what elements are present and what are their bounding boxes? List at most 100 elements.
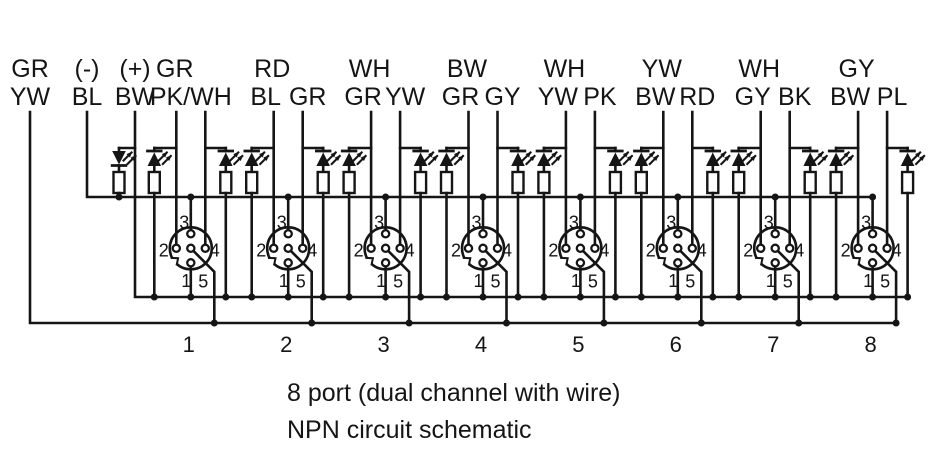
wire-label-bottom: YW xyxy=(10,83,51,111)
connector-pin xyxy=(395,243,405,254)
led-triangle xyxy=(829,152,843,166)
led-ray-head xyxy=(259,151,266,158)
junction-dot xyxy=(540,293,548,301)
port-label-top: RD xyxy=(254,55,290,83)
connector-pin xyxy=(186,243,196,254)
pin-number-label: 4 xyxy=(502,240,512,260)
connector-notch xyxy=(754,256,764,266)
led-ray-head xyxy=(233,151,240,158)
junction-dot xyxy=(248,293,256,301)
junction-dot xyxy=(771,193,779,201)
led-ray-head xyxy=(555,155,562,161)
junction-dot xyxy=(904,293,912,301)
pin-number-label: 1 xyxy=(376,271,386,291)
pin-number-label: 4 xyxy=(307,240,317,260)
pin-number-label: 4 xyxy=(599,240,609,260)
port-label-bottom: GR xyxy=(344,83,382,111)
pin-number-label: 3 xyxy=(764,212,774,232)
led-ray-head xyxy=(165,155,172,161)
junction-dot xyxy=(869,193,877,201)
led-ray-head xyxy=(263,155,270,161)
connector-pin xyxy=(283,229,293,239)
port-label-bottom: BW xyxy=(830,83,871,111)
led-ray-head xyxy=(126,151,133,158)
pin-number-label: 1 xyxy=(279,271,289,291)
connector-pin xyxy=(186,258,196,268)
junction-dot xyxy=(600,319,608,327)
junction-dot xyxy=(674,193,682,201)
connector-pin xyxy=(478,229,488,239)
connector-pin xyxy=(268,243,279,254)
port-label-top: WH xyxy=(349,55,391,83)
pin5-wire xyxy=(578,246,606,325)
connector-notch xyxy=(560,256,569,266)
led-ray-head xyxy=(237,155,244,161)
port-label-bottom: BL xyxy=(250,83,281,111)
junction-dot xyxy=(222,293,230,301)
connector-pin xyxy=(867,229,878,239)
connector-circle xyxy=(460,226,506,271)
pin-number-label: 4 xyxy=(405,240,415,260)
pin-number-label: 4 xyxy=(892,240,902,260)
pin5-wire xyxy=(773,246,801,325)
pin-number-label: 4 xyxy=(210,240,220,260)
resistor xyxy=(439,170,454,195)
port-label-bottom: PK xyxy=(583,83,617,111)
resistor xyxy=(147,170,162,195)
junction-dot xyxy=(443,293,450,301)
pin-number-label: 4 xyxy=(794,240,804,260)
junction-dot xyxy=(150,293,158,301)
pin-number-label: 1 xyxy=(863,271,873,291)
led-triangle xyxy=(112,151,126,165)
pin5-wire xyxy=(286,246,314,325)
plus-bus-wire xyxy=(133,110,909,299)
junction-dot xyxy=(576,193,584,201)
port-label-top: BW xyxy=(447,55,488,83)
junction-dot xyxy=(832,293,840,301)
led-ray-head xyxy=(622,151,629,158)
junction-dot xyxy=(345,293,353,301)
junction-dot xyxy=(795,319,803,327)
pin-number-label: 1 xyxy=(181,271,191,291)
port-label-bottom: PL xyxy=(877,83,908,111)
junction-dot xyxy=(611,293,619,301)
resistor xyxy=(732,170,746,195)
pin-number-label: 2 xyxy=(256,240,266,260)
pin5-wire xyxy=(675,246,703,325)
pin-number-label: 2 xyxy=(451,240,461,260)
port-label-top: WH xyxy=(544,55,586,83)
led-ray-head xyxy=(529,155,536,161)
port-label-bottom: PK/WH xyxy=(150,83,232,111)
led-triangle xyxy=(731,152,746,166)
port-number-label: 2 xyxy=(280,332,292,357)
led-ray-head xyxy=(330,151,337,158)
connector-pin xyxy=(575,229,586,239)
pin5-wire xyxy=(383,246,411,325)
connector-pin xyxy=(380,229,391,239)
pin-number-label: 1 xyxy=(473,271,483,291)
led-ray-head xyxy=(750,155,757,161)
port-label-top: GR xyxy=(156,55,194,83)
connector-circle xyxy=(752,226,798,271)
connector-pin xyxy=(575,258,586,268)
led-ray-head xyxy=(746,151,753,158)
led-triangle xyxy=(342,152,356,166)
connector-notch xyxy=(365,256,375,266)
junction-dot xyxy=(187,193,195,201)
led-ray-head xyxy=(130,155,137,161)
junction-dot xyxy=(674,293,682,301)
led-ray-head xyxy=(428,151,435,158)
junction-dot xyxy=(115,193,123,201)
led-triangle xyxy=(439,152,454,166)
junction-dot xyxy=(806,293,814,301)
pin5-wire xyxy=(870,246,898,325)
led-triangle xyxy=(413,152,428,166)
junction-dot xyxy=(319,293,327,301)
port-label-bottom: BW xyxy=(635,83,676,111)
led-ray-head xyxy=(626,155,633,161)
pin-number-label: 1 xyxy=(766,271,776,291)
port-number-label: 4 xyxy=(475,332,487,357)
junction-dot xyxy=(479,293,487,301)
led-triangle xyxy=(316,152,330,166)
port-label-bottom: BK xyxy=(778,83,812,111)
